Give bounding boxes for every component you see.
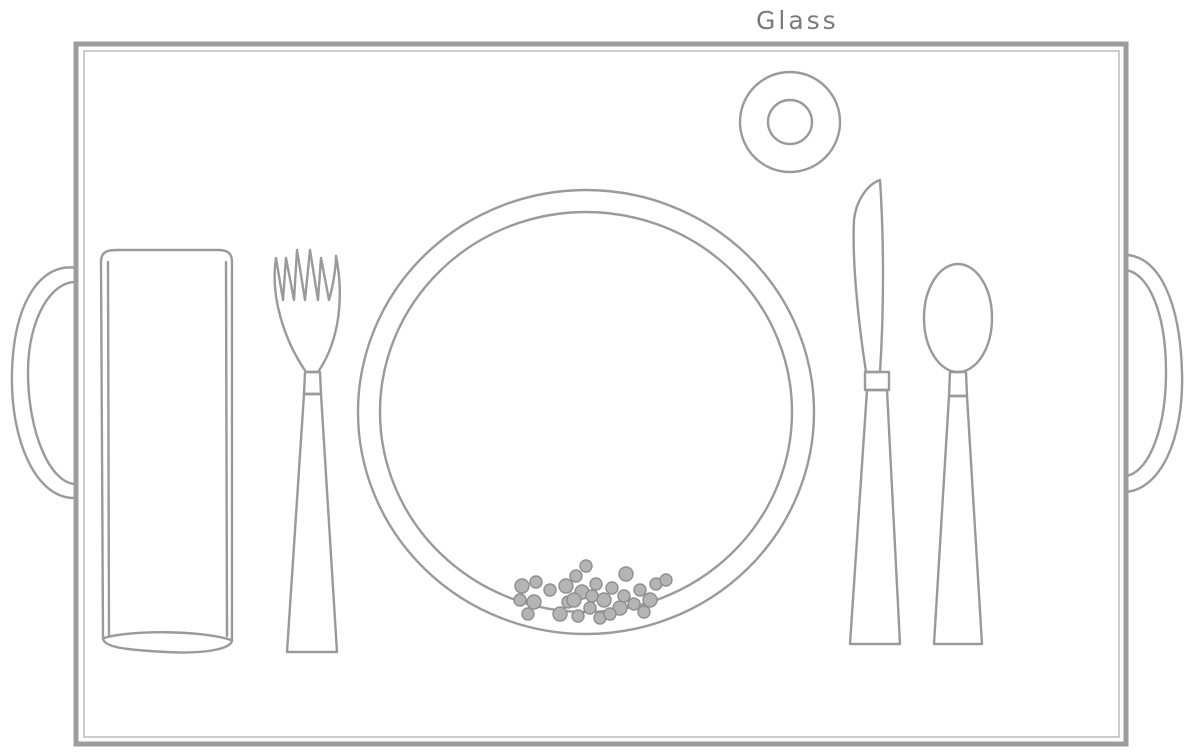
fork-collar (304, 372, 321, 394)
knife-blade (854, 180, 883, 372)
pea (580, 560, 592, 572)
glass-inner-rim (768, 100, 812, 144)
napkin-roll-end (104, 632, 231, 640)
pea (584, 602, 596, 614)
pea (527, 595, 541, 609)
glass-outer-rim (740, 72, 840, 172)
spoon (924, 264, 992, 644)
peas (514, 560, 672, 624)
pea (638, 606, 650, 618)
pea (567, 593, 581, 607)
fork-head (275, 250, 340, 372)
fork (275, 250, 340, 652)
fork-handle (287, 394, 337, 652)
pea (604, 608, 616, 620)
pea (597, 593, 611, 607)
pea (628, 598, 640, 610)
pea (618, 590, 630, 602)
pea (586, 590, 598, 602)
pea (634, 584, 646, 596)
pea (643, 593, 657, 607)
pea (515, 579, 529, 593)
knife-handle (850, 390, 900, 644)
napkin-body (101, 250, 232, 653)
plate-inner-rim (380, 212, 792, 612)
pea (553, 607, 567, 621)
napkin-fold-left (108, 262, 109, 636)
pea (619, 567, 633, 581)
pea (572, 610, 584, 622)
knife (850, 180, 900, 644)
spoon-handle (934, 396, 982, 644)
pea (544, 584, 556, 596)
pea (514, 594, 526, 606)
pea (606, 582, 618, 594)
napkin-fold-right (226, 262, 227, 636)
tray-right-handle-inner (1125, 270, 1166, 476)
tray-left-handle-inner (28, 282, 77, 484)
pea (530, 576, 542, 588)
napkin (101, 250, 232, 653)
pea (559, 579, 573, 593)
pea (590, 578, 602, 590)
pea (660, 574, 672, 586)
spoon-neck (949, 372, 967, 396)
spoon-bowl (924, 264, 992, 372)
pea (570, 570, 582, 582)
pea (522, 608, 534, 620)
tray-right-handle (1125, 255, 1182, 492)
tray (76, 44, 1126, 744)
knife-bolster (865, 372, 889, 390)
